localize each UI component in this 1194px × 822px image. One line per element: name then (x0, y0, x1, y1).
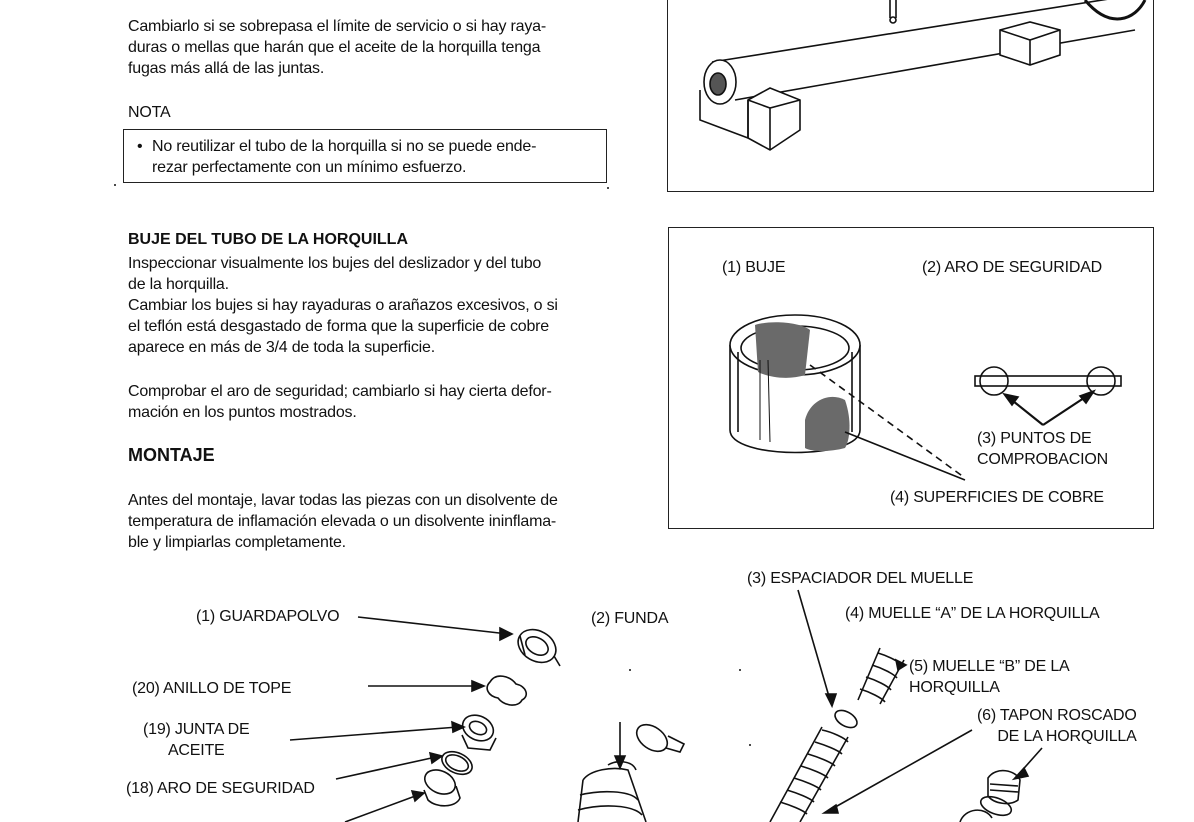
label-espaciador: (3) ESPACIADOR DEL MUELLE (747, 570, 974, 587)
label-superficies-cobre: (4) SUPERFICIES DE COBRE (890, 489, 1104, 506)
heading-buje: BUJE DEL TUBO DE LA HORQUILLA (128, 231, 409, 248)
note-box (123, 129, 607, 183)
note-label: NOTA (128, 104, 171, 121)
paragraph-aro: Comprobar el aro de seguridad; cambiarlo… (128, 383, 552, 421)
note-bullet: • (137, 138, 143, 155)
label-aro-seguridad-18: (18) ARO DE SEGURIDAD (126, 780, 315, 797)
label-funda: (2) FUNDA (591, 610, 669, 627)
figure-bushing-frame (668, 227, 1154, 529)
label-muelle-b: (5) MUELLE “B” DE LA HORQUILLA (909, 658, 1070, 696)
label-muelle-a: (4) MUELLE “A” DE LA HORQUILLA (845, 605, 1100, 622)
paragraph-buje: Inspeccionar visualmente los bujes del d… (128, 255, 558, 356)
label-aro-seguridad: (2) ARO DE SEGURIDAD (922, 259, 1103, 276)
label-buje: (1) BUJE (722, 259, 786, 276)
paragraph-service-limit: Cambiarlo si se sobrepasa el límite de s… (128, 18, 546, 77)
note-item-text: No reutilizar el tubo de la horquilla si… (152, 138, 537, 176)
label-anillo-tope: (20) ANILLO DE TOPE (132, 680, 292, 697)
heading-montaje: MONTAJE (128, 445, 215, 465)
label-puntos-comprobacion: (3) PUNTOS DE COMPROBACION (977, 430, 1108, 468)
label-guardapolvo: (1) GUARDAPOLVO (196, 608, 340, 625)
figure-tube-frame (667, 0, 1154, 192)
paragraph-montaje: Antes del montaje, lavar todas las pieza… (128, 492, 558, 551)
label-junta-aceite: (19) JUNTA DE ACEITE (143, 721, 250, 759)
label-tapon: (6) TAPON ROSCADO DE LA HORQUILLA (977, 707, 1137, 745)
